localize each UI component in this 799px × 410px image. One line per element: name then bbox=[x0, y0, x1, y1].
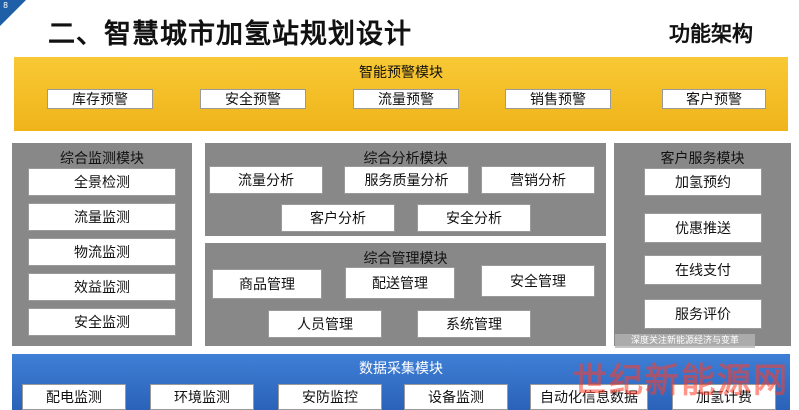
monitor-item: 流量监测 bbox=[28, 203, 176, 231]
data-collection-module-title: 数据采集模块 bbox=[359, 361, 443, 377]
section-label: 功能架构 bbox=[669, 22, 753, 46]
management-module-title: 综合管理模块 bbox=[363, 251, 448, 267]
data-collection-module: 数据采集模块 配电监测 环境监测 安防监控 设备监测 自动化信息数据 加氢计费 bbox=[12, 354, 790, 410]
analysis-item: 服务质量分析 bbox=[344, 166, 469, 194]
data-item: 加氢计费 bbox=[672, 384, 776, 410]
monitor-module: 综合监测模块 全景检测 流量监测 物流监测 效益监测 安全监测 bbox=[12, 143, 192, 346]
monitor-item: 物流监测 bbox=[28, 238, 176, 266]
monitor-item: 安全监测 bbox=[28, 308, 176, 336]
monitor-item: 全景检测 bbox=[28, 168, 176, 196]
warning-item: 销售预警 bbox=[505, 89, 611, 109]
service-module: 客户服务模块 加氢预约 优惠推送 在线支付 服务评价 bbox=[614, 143, 791, 346]
warning-item: 安全预警 bbox=[200, 89, 306, 109]
service-item: 在线支付 bbox=[644, 255, 762, 285]
monitor-module-title: 综合监测模块 bbox=[60, 151, 144, 167]
management-module: 综合管理模块 商品管理 配送管理 安全管理 人员管理 系统管理 bbox=[205, 243, 606, 346]
page-corner-tab bbox=[0, 0, 26, 26]
watermark-brand: 世纪新能源网 bbox=[573, 361, 789, 401]
service-item: 优惠推送 bbox=[644, 213, 762, 243]
analysis-module: 综合分析模块 流量分析 服务质量分析 营销分析 客户分析 安全分析 bbox=[205, 143, 606, 236]
data-item: 安防监控 bbox=[278, 384, 382, 410]
service-item: 加氢预约 bbox=[644, 168, 762, 196]
page-title: 二、智慧城市加氢站规划设计 bbox=[48, 19, 412, 50]
analysis-item: 流量分析 bbox=[209, 166, 323, 194]
analysis-item: 安全分析 bbox=[417, 204, 531, 232]
monitor-item: 效益监测 bbox=[28, 273, 176, 301]
analysis-item: 客户分析 bbox=[281, 204, 395, 232]
warning-item: 流量预警 bbox=[353, 89, 459, 109]
data-item: 设备监测 bbox=[404, 384, 508, 410]
page-number: 8 bbox=[3, 1, 9, 10]
warning-item: 库存预警 bbox=[47, 89, 153, 109]
data-item: 环境监测 bbox=[150, 384, 254, 410]
management-item: 系统管理 bbox=[417, 310, 531, 338]
data-item: 配电监测 bbox=[22, 384, 126, 410]
watermark-tagline: 深度关注新能源经济与变革 bbox=[615, 334, 755, 348]
warning-module-title: 智能预警模块 bbox=[359, 65, 443, 81]
warning-item: 客户预警 bbox=[662, 89, 766, 109]
service-item: 服务评价 bbox=[644, 299, 762, 329]
management-item: 商品管理 bbox=[212, 269, 322, 299]
warning-module: 智能预警模块 库存预警 安全预警 流量预警 销售预警 客户预警 bbox=[14, 57, 788, 131]
management-item: 配送管理 bbox=[345, 267, 455, 299]
management-item: 人员管理 bbox=[268, 310, 382, 338]
analysis-module-title: 综合分析模块 bbox=[363, 151, 448, 167]
data-item: 自动化信息数据 bbox=[530, 384, 648, 410]
service-module-title: 客户服务模块 bbox=[660, 151, 745, 167]
management-item: 安全管理 bbox=[481, 265, 595, 297]
analysis-item: 营销分析 bbox=[481, 166, 595, 194]
